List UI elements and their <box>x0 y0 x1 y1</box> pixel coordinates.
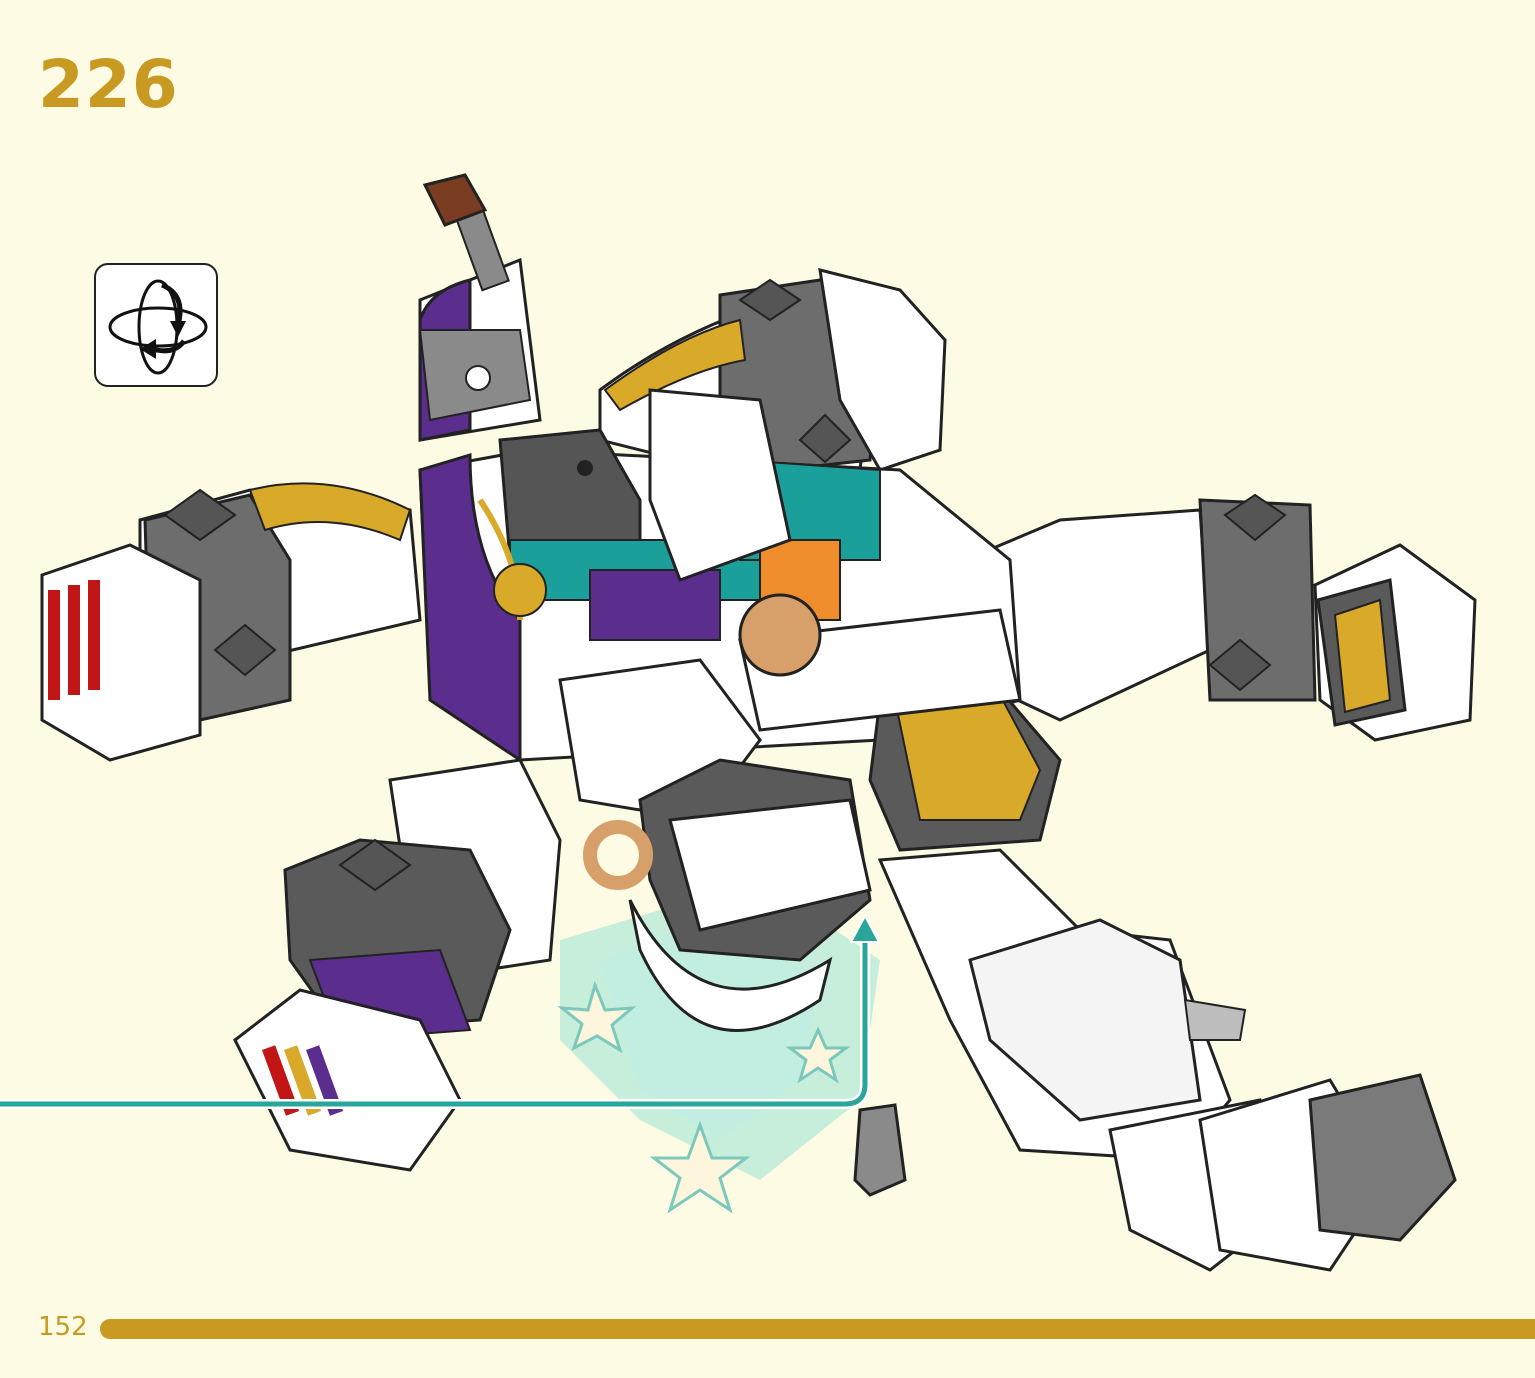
rotate-model-callout <box>94 263 218 387</box>
step-number: 226 <box>38 46 179 123</box>
antenna-piece <box>422 173 510 292</box>
star-icon <box>557 980 851 1214</box>
front-section <box>558 658 872 1032</box>
right-arm <box>963 493 1477 742</box>
progress-bar <box>100 1319 1535 1339</box>
build-illustration <box>0 173 1477 1272</box>
left-arm <box>40 482 422 762</box>
page-number: 152 <box>38 1312 88 1342</box>
direction-arrow <box>0 913 881 1109</box>
rotate-model-icon <box>108 279 208 375</box>
lower-left-arm <box>233 758 562 1172</box>
right-leg <box>853 848 1457 1272</box>
